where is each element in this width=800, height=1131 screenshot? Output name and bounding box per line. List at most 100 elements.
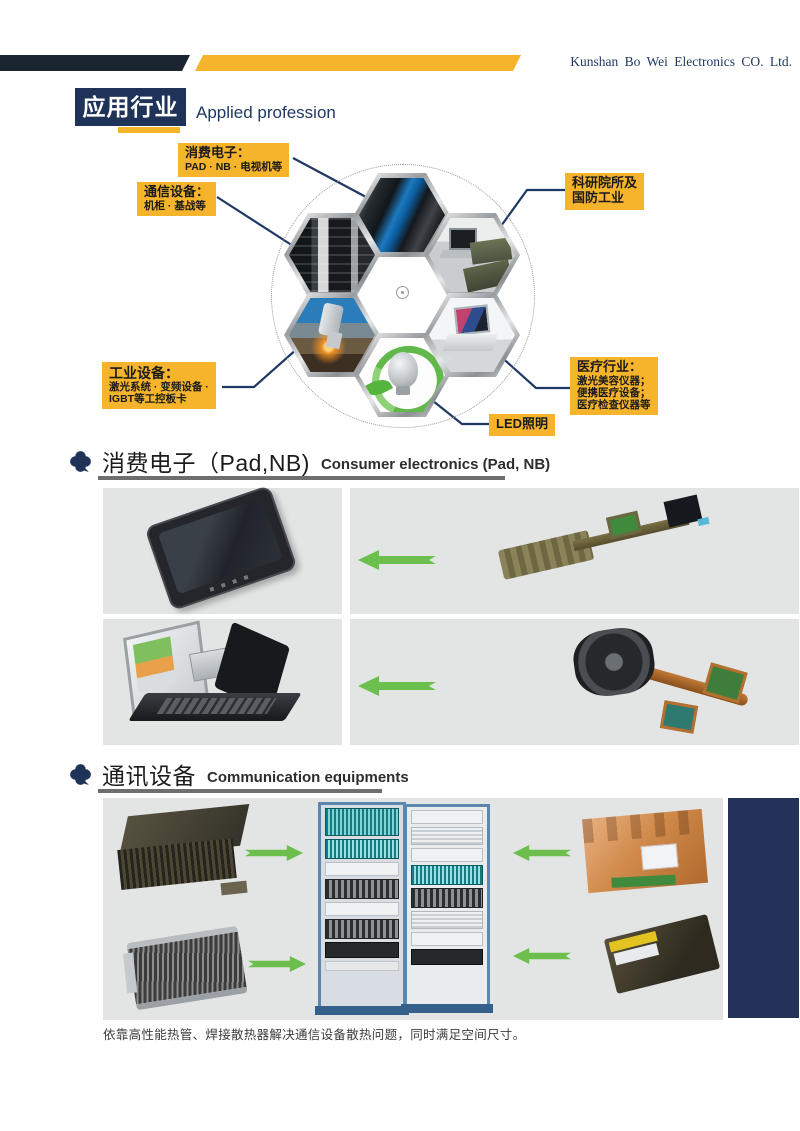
section-consumer-header: 消费电子（Pad,NB) Consumer electronics (Pad, … (68, 444, 550, 478)
green-right-arrow-icon (245, 845, 303, 861)
label-title: 科研院所及 (572, 175, 638, 190)
laptop-screen-content-shape (132, 636, 177, 693)
rack-base-shape (315, 1006, 409, 1015)
clover-icon (70, 450, 91, 472)
dark-module-shape (603, 914, 721, 994)
label-title: 工业设备： (109, 365, 179, 381)
green-left-arrow-icon (358, 676, 436, 696)
hexagon-communication-racks-photo (284, 213, 380, 297)
rack-module (325, 879, 399, 899)
led-base-shape (396, 386, 410, 395)
label-sub: PAD · NB · 电视机等 (185, 160, 283, 173)
heatsink-tab-shape (220, 880, 248, 896)
green-left-arrow-icon (513, 948, 571, 964)
rack-module (411, 911, 483, 929)
rack-module (411, 888, 483, 908)
rack-module (325, 862, 399, 876)
green-right-arrow-icon (248, 956, 306, 972)
rack-module (411, 810, 483, 824)
industries-diagram: 消费电子： PAD · NB · 电视机等 通信设备： 机柜 · 基战等 科研院… (0, 140, 800, 445)
page-title: 应用行业 (75, 88, 186, 126)
telecom-caption: 依靠高性能热管、焊接散热器解决通信设备散热问题，同时满足空间尺寸。 (103, 1028, 526, 1042)
hexagon-medical-device-photo (424, 293, 520, 377)
label-sub: 医疗检查仪器等 (577, 399, 651, 412)
cooler-chip-shape (659, 700, 699, 734)
label-title: LED照明 (496, 416, 549, 431)
medical-image (429, 298, 515, 372)
laser-image (289, 298, 375, 372)
rack-module (411, 848, 483, 862)
label-sub: 机柜 · 基战等 (144, 199, 206, 212)
hexagon-led-bulb-photo (354, 333, 450, 417)
right-navy-bar (728, 798, 799, 1018)
tablet-screen-shape (157, 497, 283, 595)
label-led-lighting: LED照明 (489, 414, 556, 436)
heatpipe-connector-shape (697, 516, 710, 527)
label-sub: 便携医疗设备； (577, 387, 651, 399)
label-medical-industry: 医疗行业： 激光美容仪器； 便携医疗设备； 医疗检查仪器等 (570, 357, 658, 416)
diagram-dotted-circle (271, 164, 535, 428)
copper-pcb-shape (611, 874, 676, 888)
green-left-arrow-icon (358, 550, 436, 570)
hexagon-defense-equipment-photo (424, 213, 520, 297)
label-research-defense: 科研院所及 国防工业 (565, 173, 645, 210)
section-consumer-underline (98, 476, 505, 480)
rack-module (411, 827, 483, 845)
led-bulb-shape (388, 352, 418, 388)
label-title: 通信设备： (144, 184, 210, 199)
heatpipe-photo-panel (350, 488, 799, 614)
page-title-english: Applied profession (196, 103, 336, 122)
label-title: 医疗行业： (577, 359, 643, 374)
label-sub: 激光系统 · 变频设备 · (109, 381, 209, 394)
section-title-en: Communication equipments (207, 768, 409, 786)
laptop-keyboard-shape (156, 698, 277, 714)
rack-module (325, 839, 399, 859)
defense-image (429, 218, 515, 292)
racks-image (289, 218, 375, 292)
telecom-photos-panel (103, 798, 723, 1020)
section-title-en: Consumer electronics (Pad, NB) (320, 455, 551, 473)
clover-icon (70, 763, 91, 785)
copper-heatsink-shape (582, 808, 708, 894)
consumer-panels-image (359, 178, 445, 252)
section-title-zh: 通讯设备 (102, 763, 196, 789)
label-sub: IGBT等工控板卡 (109, 393, 187, 406)
laptops-photo-panel (103, 619, 342, 745)
company-name: Kunshan Bo Wei Electronics CO. Ltd. (570, 54, 792, 69)
rack-module (325, 902, 399, 916)
header-yellow-bar (195, 55, 521, 71)
rack-module (325, 808, 399, 836)
label-industrial-equipment: 工业设备： 激光系统 · 变频设备 · IGBT等工控板卡 (102, 362, 216, 410)
label-title: 国防工业 (572, 189, 625, 205)
tablet-shape (144, 484, 298, 612)
title-accent-bar (118, 127, 180, 133)
heatpipe-plate-shape (497, 530, 595, 580)
header-dark-bar (0, 55, 190, 71)
label-telecom-equipment: 通信设备： 机柜 · 基战等 (137, 182, 217, 216)
led-image (359, 338, 445, 412)
section-telecom-underline (98, 789, 382, 793)
laser-head-shape (325, 330, 343, 350)
finned-heatsink-shape (123, 925, 248, 1011)
label-sub: 激光美容仪器； (577, 374, 651, 387)
green-left-arrow-icon (513, 845, 571, 861)
label-title: 消费电子： (185, 145, 251, 160)
ultrasound-mouse-shape (441, 355, 452, 362)
rack-module (411, 865, 483, 885)
diagram-center-icon (396, 286, 409, 299)
copper-notches-shape (582, 808, 704, 844)
copper-label-shape (640, 843, 679, 871)
rack-base-shape (401, 1004, 493, 1013)
rack-module (411, 932, 483, 946)
hexagon-industrial-laser-photo (284, 293, 380, 377)
cooler-photo-panel (350, 619, 799, 745)
rack-module (411, 949, 483, 965)
laptop-base-shape (128, 693, 302, 721)
section-telecom-header: 通讯设备 Communication equipments (68, 757, 409, 791)
server-rack-photo (315, 802, 409, 1015)
label-consumer-electronics: 消费电子： PAD · NB · 电视机等 (178, 143, 290, 177)
tablet-photo-panel (103, 484, 342, 614)
heatsink-endcap-shape (123, 952, 138, 994)
rack-module (325, 919, 399, 939)
